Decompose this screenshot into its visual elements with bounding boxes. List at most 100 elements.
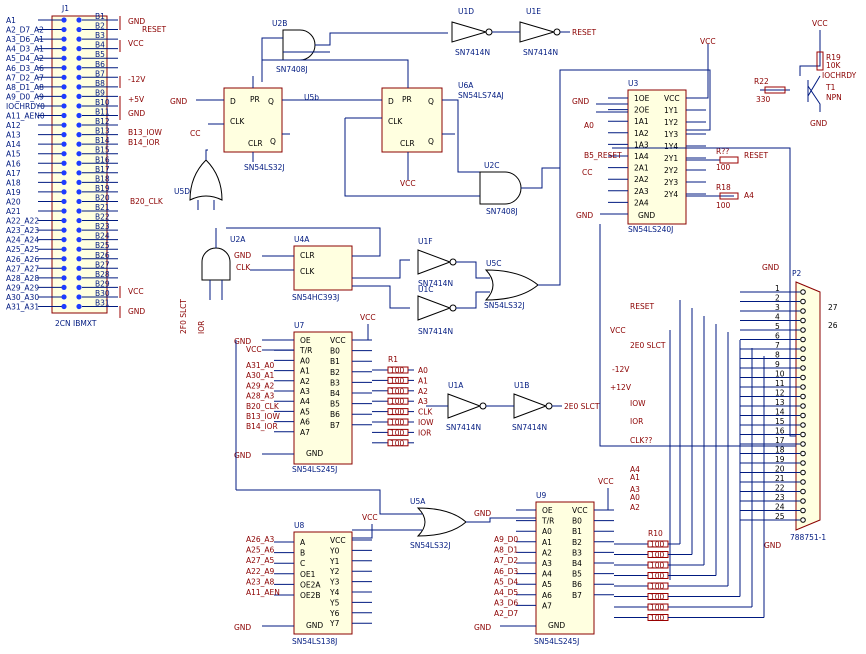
u7-left-pin-label: A5 [300,407,310,416]
u7-input-net-label: A29_A2 [246,381,275,390]
j1-right-pin-label: B28 [95,270,110,279]
j1-right-pin-label: B23 [95,222,110,231]
p2-pin-number: 17 [775,436,785,445]
p2-pin [800,403,806,409]
net-ior-j1: B14_IOR [128,138,160,147]
r1-ref: R1 [388,355,398,364]
p2-pin [800,336,806,343]
j1-left-pin [61,265,67,271]
net-5v-j1: +5V [128,95,145,104]
gate-u1e: U1E SN7414N RESET [492,7,596,57]
u8-left-pin-label: OE1 [300,570,316,579]
u5a-ref: U5A [410,497,426,506]
j1-left-pin [61,227,67,233]
u3-left-pin-label: 2A2 [634,175,649,184]
p2-net-a4: A4 [630,465,640,474]
j1-left-pin [61,112,67,119]
j1-left-pin [61,160,67,166]
net-vcc-tr: VCC [812,19,828,28]
j1-left-pin-label: A21 [6,207,21,216]
u2c-ref: U2C [484,161,500,170]
j1-right-pin-label: B6 [95,60,105,69]
j1-right-pin-label: B5 [95,50,105,59]
j1-left-pin-label: A27_A27 [6,264,39,273]
u8-ref: U8 [294,521,304,530]
p2-net-clk: CLK?? [630,436,652,445]
net-gnd-top: GND [128,17,145,26]
p2-net-vcc: VCC [610,326,626,335]
j1-right-pin-label: B15 [95,146,110,155]
net-reset-j1: RESET [142,25,166,34]
j1-name: 2CN IBMXT [55,319,97,328]
u1a-ref: U1A [448,381,464,390]
j1-right-pin-label: B30 [95,289,110,298]
r1-signal: A2 [418,387,428,396]
j1-left-pin-label: A1 [6,16,16,25]
j1-right-pin [76,160,82,166]
j1-left-pin [61,84,67,90]
u8-right-pin-label: Y7 [329,619,340,628]
u9-ref: U9 [536,491,546,500]
res-reset-ref: R?? [716,147,729,156]
res-r18-ref: R18 [716,183,731,192]
r10-value: 100 [650,561,665,570]
j1-left-pin [61,65,67,71]
u8-right-pin-label: Y6 [329,609,340,618]
j1-left-pin [61,294,67,300]
j1-right-pin [76,275,82,281]
j1-left-pin [61,246,67,252]
u7-right-pin-label: B7 [330,421,340,430]
r1-signal: IOR [418,428,431,437]
r10-value: 100 [650,603,665,612]
gate-u1c: U1C SN7414N [417,285,457,336]
r1-signal: A1 [418,376,428,385]
p2-pin-number: 1 [775,284,780,293]
j1-left-pin-label: A19 [6,188,21,197]
j1-right-pin [76,208,82,214]
p2-pin [800,289,806,295]
p2-pin-number: 10 [775,370,785,379]
u9-right-pin-label: B0 [572,517,582,526]
u1b-part: SN7414N [512,423,547,432]
gate-u5a: U5A SN54LS32J [235,340,536,550]
u7-gnd: GND [306,449,323,458]
p2-pin [800,498,806,504]
j1-left-pin-label: A2_D7_A2 [6,26,44,35]
j1-right-pin-label: B27 [95,260,110,269]
j1-left-pin-label: A20 [6,197,21,206]
u9-input-net-label: A2_D7 [494,609,518,618]
net-sel-out: 2E0 SLCT [564,402,600,411]
p2-pin-number: 8 [775,351,780,360]
j1-left-pin-label: A26_A26 [6,255,39,264]
p2-net-iow: IOW [630,399,646,408]
u3-right-pin-label: 1Y3 [664,130,678,139]
j1-right-pin-label: B20 [95,193,110,202]
u8-right-pin-label: Y3 [329,578,340,587]
j1-left-pin-label: A16 [6,159,21,168]
j1-left-pin [61,36,67,42]
j1-left-pin-label: A30_A30 [6,293,39,302]
gate-u5d: U5D CC [174,129,223,210]
net-gnd-u7: GND [234,337,251,346]
j1-left-pin-label: A24_A24 [6,236,39,245]
j1-left-pin-label: A31_A31 [6,303,39,312]
r1-value: 100 [390,439,405,448]
j1-right-pin [76,55,82,61]
u7-ref: U7 [294,321,304,330]
j1-right-pin-label: B14 [95,136,110,145]
p2-pin-number: 4 [775,313,780,322]
net-cc-left: CC [190,129,200,138]
j1-left-pin [61,208,67,214]
j1-left-pin [61,189,67,195]
p2-pin-number: 21 [775,474,785,483]
r1-value: 100 [390,387,405,396]
u9-right-pin-label: VCC [572,506,588,515]
